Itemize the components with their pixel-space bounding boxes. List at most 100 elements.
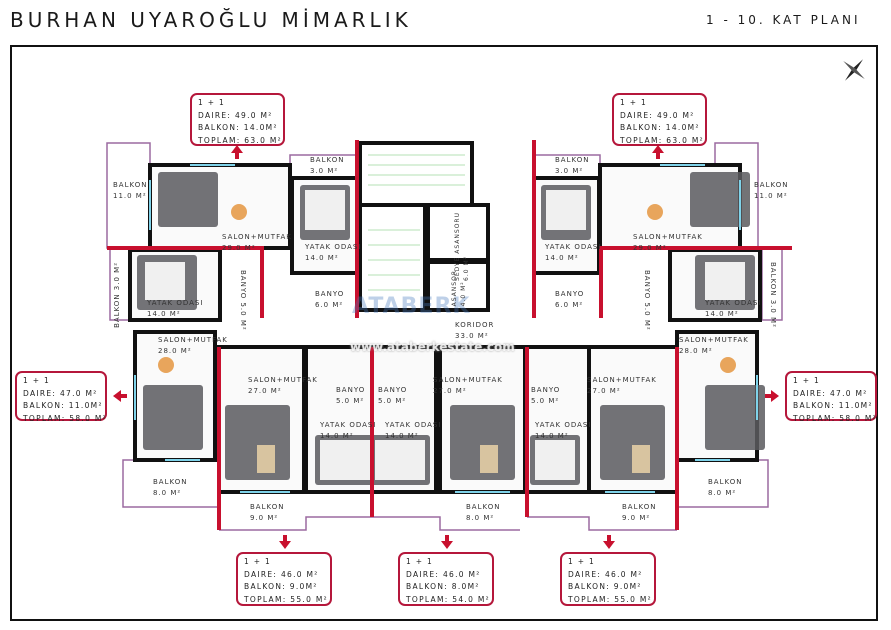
room-area: 3.0 M²	[310, 167, 339, 175]
room-label: BALKON 3.0 M²	[767, 262, 778, 328]
room-area: 5.0 M²	[378, 397, 407, 405]
room-area: 14.0 M²	[705, 310, 739, 318]
unit-type: 1 + 1	[620, 98, 648, 107]
room-name: BALKON	[622, 503, 657, 511]
unit-total-area: TOPLAM: 63.0 M²	[198, 135, 282, 145]
arrow-stem	[656, 153, 660, 159]
unit-daire-area: DAIRE: 49.0 M²	[620, 110, 695, 120]
room-area: 14.0 M²	[320, 432, 354, 440]
arrow-stem	[283, 535, 287, 541]
room-area: 5.0 M²	[531, 397, 560, 405]
room-area: 5.0 M²	[336, 397, 365, 405]
unit-balkon-area: BALKON: 9.0M²	[568, 582, 642, 591]
room-area: 11.0 M²	[754, 192, 788, 200]
arrow-up-icon	[652, 145, 664, 153]
room-area: 6.0 M²	[555, 301, 584, 309]
room-area: 11.0 M²	[113, 192, 147, 200]
arrow-stem	[607, 535, 611, 541]
unit-separators	[107, 140, 792, 530]
room-area: 3.0 M²	[113, 262, 121, 291]
room-label: BANYO 5.0 M²	[237, 270, 248, 331]
room-area: 8.0 M²	[708, 489, 737, 497]
unit-balkon-area: BALKON: 14.0M²	[198, 123, 278, 132]
room-label: YATAK ODASI 14.0 M²	[305, 242, 361, 264]
room-name: BANYO	[555, 290, 585, 298]
room-area: 3.0 M²	[555, 167, 584, 175]
room-name: BANYO	[531, 386, 561, 394]
unit-total-area: TOPLAM: 58.0 M²	[793, 413, 877, 423]
unit-total-area: TOPLAM: 54.0 M²	[406, 594, 490, 604]
unit-daire-area: DAIRE: 47.0 M²	[23, 388, 98, 398]
room-label: BALKON 3.0 M²	[112, 262, 123, 328]
floor-plan-label: 1 - 10. KAT PLANI	[706, 13, 861, 27]
room-name: YATAK ODASI	[705, 299, 762, 307]
room-area: 9.0 M²	[622, 514, 651, 522]
unit-type: 1 + 1	[406, 557, 434, 566]
beds	[145, 190, 745, 480]
arrow-stem	[445, 535, 449, 541]
room-area: 9.0 M²	[250, 514, 279, 522]
arrow-left-icon	[113, 390, 121, 402]
room-name: BANYO	[239, 270, 247, 300]
arrow-down-icon	[603, 541, 615, 549]
room-name: KORIDOR	[455, 321, 495, 329]
unit-type: 1 + 1	[244, 557, 272, 566]
unit-balkon-area: BALKON: 14.0M²	[620, 123, 700, 132]
room-area: 4.0 M²	[460, 281, 467, 307]
room-area: 5.0 M²	[239, 302, 247, 331]
room-name: BALKON	[113, 293, 121, 328]
room-area: 29.0 M²	[222, 244, 256, 252]
room-name: YATAK ODASI	[545, 243, 602, 251]
room-area: 3.0 M²	[769, 299, 777, 328]
arrow-down-icon	[441, 541, 453, 549]
room-area: 14.0 M²	[305, 254, 339, 262]
unit-balkon-area: BALKON: 8.0M²	[406, 582, 480, 591]
room-area: 6.0 M²	[315, 301, 344, 309]
arrow-stem	[121, 394, 127, 398]
room-area: 5.0 M²	[643, 302, 651, 331]
room-name: SALON+MUTFAK	[248, 376, 318, 384]
room-label: YATAK ODASI 14.0 M²	[705, 298, 761, 320]
room-name: SALON+MUTFAK	[679, 336, 749, 344]
dining-tables	[158, 204, 736, 373]
room-name: SALON+MUTFAK	[633, 233, 703, 241]
unit-daire-area: DAIRE: 46.0 M²	[244, 569, 319, 579]
room-label: BANYO 6.0 M²	[555, 289, 584, 311]
room-name: BALKON	[769, 262, 777, 297]
unit-type: 1 + 1	[568, 557, 596, 566]
room-name: BANYO	[315, 290, 345, 298]
room-name: BALKON	[153, 478, 188, 486]
room-name: SALON+MUTFAK	[158, 336, 228, 344]
room-name: SALON+MUTFAK	[587, 376, 657, 384]
room-name: YATAK ODASI	[305, 243, 362, 251]
arrow-stem	[765, 394, 771, 398]
room-name: SALON+MUTFAK	[222, 233, 292, 241]
watermark-url: www.ataberkestate.com	[350, 340, 515, 354]
room-area: 8.0 M²	[466, 514, 495, 522]
room-name: YATAK ODASI	[385, 421, 442, 429]
unit-daire-area: DAIRE: 47.0 M²	[793, 388, 868, 398]
unit-total-area: TOPLAM: 58.0 M²	[23, 413, 107, 423]
room-name: YATAK ODASI	[147, 299, 204, 307]
unit-type: 1 + 1	[198, 98, 226, 107]
